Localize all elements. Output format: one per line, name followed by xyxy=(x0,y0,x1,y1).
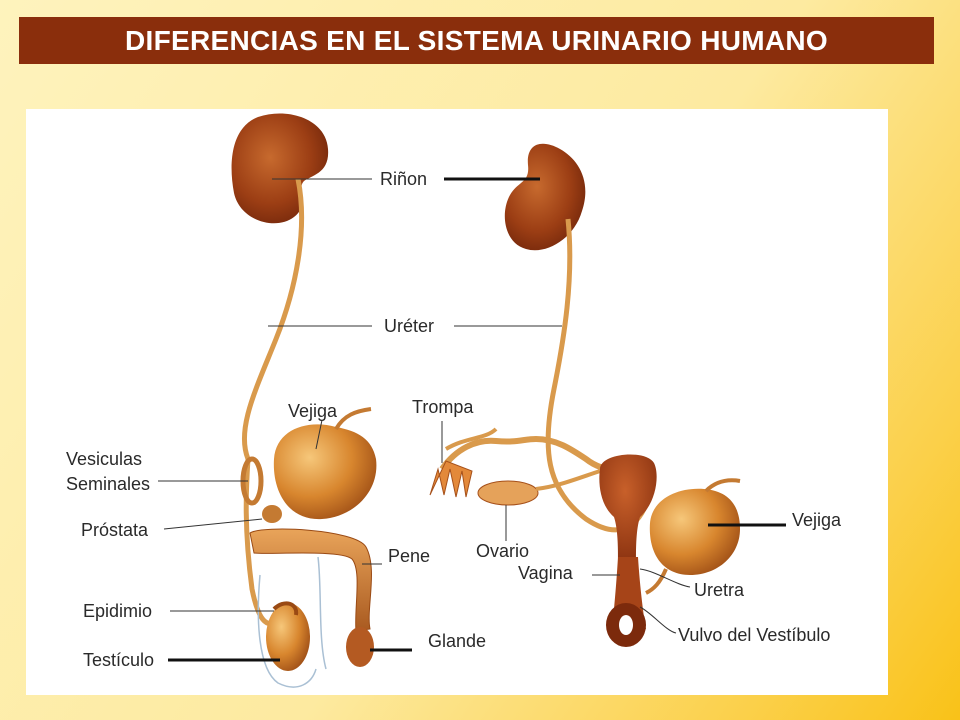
label-seminales: Seminales xyxy=(66,474,150,494)
vas-deferens xyxy=(243,458,280,627)
label-epididimo: Epidimio xyxy=(83,601,152,621)
leader-vejiga-male xyxy=(315,419,323,450)
urinary-system-diagram: Riñon Uréter Vejiga Vesiculas Seminales … xyxy=(66,113,842,688)
label-uretra: Uretra xyxy=(694,580,745,600)
fimbriae xyxy=(429,460,473,498)
uterus xyxy=(599,454,657,559)
male-bladder xyxy=(273,424,377,520)
penis xyxy=(249,528,372,632)
glans xyxy=(346,627,374,667)
leader-vulvo xyxy=(639,606,677,634)
label-vesiculas: Vesiculas xyxy=(66,449,142,469)
label-vejiga-male: Vejiga xyxy=(288,401,338,421)
label-rinon: Riñon xyxy=(380,169,427,189)
female-kidney xyxy=(504,143,586,251)
label-prostata: Próstata xyxy=(81,520,149,540)
prostate xyxy=(262,505,282,523)
label-trompa: Trompa xyxy=(412,397,474,417)
male-ureter xyxy=(242,178,305,460)
label-vagina: Vagina xyxy=(518,563,574,583)
fallopian-tube xyxy=(439,435,617,474)
label-testiculo: Testículo xyxy=(83,650,154,670)
female-bladder xyxy=(649,488,740,575)
label-ureter: Uréter xyxy=(384,316,434,336)
leader-prostata xyxy=(163,518,263,530)
ovary xyxy=(477,480,539,506)
label-vulvo: Vulvo del Vestíbulo xyxy=(678,625,830,645)
diagram-panel: Riñon Uréter Vejiga Vesiculas Seminales … xyxy=(26,109,888,695)
title-bar: DIFERENCIAS EN EL SISTEMA URINARIO HUMAN… xyxy=(19,17,934,64)
page-title: DIFERENCIAS EN EL SISTEMA URINARIO HUMAN… xyxy=(124,24,828,56)
epididymis xyxy=(272,601,299,616)
label-ovario: Ovario xyxy=(476,541,529,561)
leader-uretra xyxy=(639,568,691,588)
label-glande: Glande xyxy=(428,631,486,651)
label-vejiga-female: Vejiga xyxy=(792,510,842,530)
testis xyxy=(266,603,310,671)
label-pene: Pene xyxy=(388,546,430,566)
scrotum-outline xyxy=(257,574,317,688)
male-kidney xyxy=(231,113,329,224)
